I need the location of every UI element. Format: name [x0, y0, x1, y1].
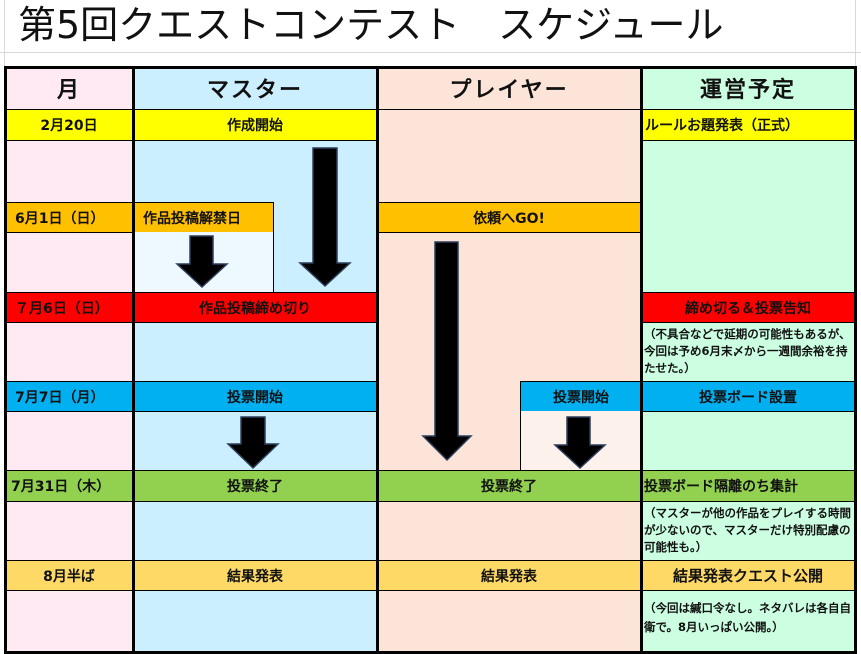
month-cell: 6月1日（日） — [5, 202, 133, 233]
table-border — [640, 66, 643, 654]
ops-note: （マスターが他の作品をプレイする時間が少ないので、マスターだけ特別配慮の可能性も… — [644, 506, 851, 554]
table-border — [4, 66, 857, 69]
master-event-cell: 作品投稿締め切り — [133, 292, 377, 323]
master-event-cell: 結果発表 — [133, 560, 377, 591]
player-event-cell: 依頼へGO! — [377, 202, 641, 233]
arrow-down-icon — [298, 147, 352, 288]
ops-event-cell: 投票ボード隔離のち集計 — [641, 470, 855, 502]
month-cell: ７月6日（日） — [5, 292, 133, 323]
sheet-gridline — [0, 52, 861, 53]
master-event-cell: 投票開始 — [133, 381, 377, 412]
table-border — [376, 66, 379, 654]
table-border — [132, 66, 135, 654]
player-event-cell: 投票終了 — [377, 470, 641, 502]
month-cell: 7月31日（木） — [5, 470, 133, 502]
ops-note: （今回は緘口令なし。ネタバレは各自自衛で。8月いっぱい公開。） — [644, 601, 851, 634]
arrow-down-icon — [553, 416, 607, 470]
page-title: 第5回クエストコンテスト スケジュール — [18, 3, 724, 47]
month-cell: 8月半ば — [5, 560, 133, 591]
header-player: プレイヤー — [377, 67, 641, 110]
ops-event-cell: ルールお題発表（正式） — [641, 110, 855, 141]
header-ops: 運営予定 — [641, 67, 855, 110]
player-event-cell: 投票開始 — [520, 381, 641, 412]
table-border — [4, 651, 857, 654]
header-month: 月 — [5, 67, 133, 110]
table-border — [854, 66, 857, 654]
month-cell: 7月7日（月） — [5, 381, 133, 412]
arrow-down-icon — [226, 416, 280, 470]
master-event-cell: 作成開始 — [133, 110, 377, 141]
month-column-bg — [5, 67, 133, 652]
header-master: マスター — [133, 67, 377, 110]
arrow-down-icon — [175, 235, 229, 289]
arrow-down-icon — [421, 241, 473, 462]
ops-event-cell: 投票ボード設置 — [641, 381, 855, 412]
month-cell: 2月20日 — [5, 110, 133, 141]
sheet-gridline — [855, 0, 856, 67]
ops-note: （不具合などで延期の可能性もあるが、今回は予め6月末〆から一週間余裕を持たせた。… — [644, 327, 851, 375]
table-border — [4, 66, 7, 654]
master-event-cell: 作品投稿解禁日 — [133, 202, 274, 233]
ops-event-cell: 締め切る＆投票告知 — [641, 292, 855, 323]
master-event-cell: 投票終了 — [133, 470, 377, 502]
ops-event-cell: 結果発表クエスト公開 — [641, 560, 855, 591]
player-event-cell: 結果発表 — [377, 560, 641, 591]
ops-column-bg — [641, 67, 855, 652]
player-column-bg — [377, 67, 641, 652]
